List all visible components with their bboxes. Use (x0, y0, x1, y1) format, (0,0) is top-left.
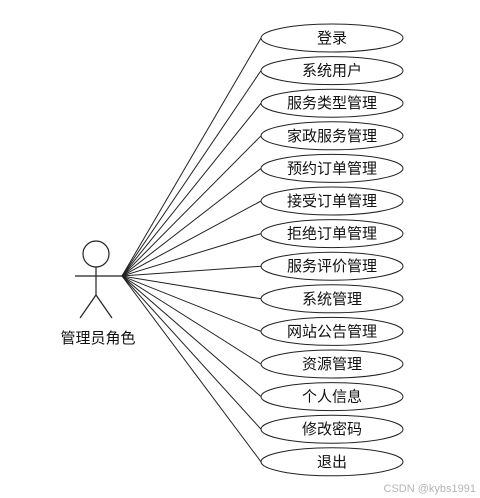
association-line (121, 70, 262, 277)
actor-right-leg (95, 294, 113, 319)
association-line (121, 168, 262, 277)
actor-label: 管理员角色 (60, 329, 135, 347)
use-case: 服务类型管理 (260, 88, 404, 118)
use-case-ellipse (260, 316, 404, 346)
use-case-label: 接受订单管理 (287, 192, 377, 210)
association-lines (121, 37, 262, 463)
use-case: 网站公告管理 (260, 316, 404, 346)
association-line (121, 37, 262, 277)
use-case-ellipse (260, 56, 404, 86)
use-case-label: 家政服务管理 (287, 127, 377, 145)
use-case-ellipse (260, 219, 404, 249)
actor-head (82, 240, 110, 268)
use-case: 系统管理 (260, 284, 404, 314)
use-case-label: 网站公告管理 (287, 322, 377, 340)
use-case-ellipse (260, 349, 404, 379)
use-case: 退出 (260, 447, 404, 477)
use-case-label: 登录 (317, 29, 347, 47)
use-case: 系统用户 (260, 56, 404, 86)
use-case-label: 修改密码 (302, 420, 362, 438)
use-case-ellipse (260, 153, 404, 183)
association-line (121, 265, 262, 277)
use-case-ellipse (260, 186, 404, 216)
association-line (121, 275, 262, 463)
association-line (121, 102, 262, 277)
use-case-label: 服务评价管理 (287, 257, 377, 275)
association-line (121, 275, 262, 430)
use-cases: 登录系统用户服务类型管理家政服务管理预约订单管理接受订单管理拒绝订单管理服务评价… (260, 23, 404, 477)
use-case-ellipse (260, 382, 404, 412)
use-case-label: 预约订单管理 (287, 159, 377, 177)
use-case: 拒绝订单管理 (260, 219, 404, 249)
use-case-ellipse (260, 414, 404, 444)
use-case-ellipse (260, 447, 404, 477)
use-case: 家政服务管理 (260, 121, 404, 151)
association-line (121, 233, 262, 277)
use-case-ellipse (260, 284, 404, 314)
association-line (121, 275, 262, 365)
use-case-label: 服务类型管理 (287, 94, 377, 112)
watermark: CSDN @kybs1991 (384, 483, 476, 495)
use-case-ellipse (260, 23, 404, 53)
use-case: 个人信息 (260, 382, 404, 412)
use-case-label: 系统管理 (302, 290, 362, 308)
use-case-ellipse (260, 121, 404, 151)
use-case: 预约订单管理 (260, 153, 404, 183)
actor: 管理员角色 (60, 240, 136, 347)
use-case-label: 退出 (317, 453, 347, 471)
use-case: 资源管理 (260, 349, 404, 379)
use-case: 接受订单管理 (260, 186, 404, 216)
use-case: 服务评价管理 (260, 251, 404, 281)
use-case-ellipse (260, 88, 404, 118)
use-case-ellipse (260, 251, 404, 281)
association-line (121, 135, 262, 277)
use-case: 登录 (260, 23, 404, 53)
association-line (121, 275, 262, 300)
use-case-label: 系统用户 (302, 62, 362, 80)
use-case-label: 个人信息 (302, 388, 362, 406)
association-line (121, 200, 262, 277)
use-case-label: 拒绝订单管理 (287, 225, 377, 243)
use-case: 修改密码 (260, 414, 404, 444)
use-case-label: 资源管理 (302, 355, 362, 373)
association-line (121, 275, 262, 397)
actor-left-leg (79, 294, 97, 319)
association-line (121, 275, 262, 332)
